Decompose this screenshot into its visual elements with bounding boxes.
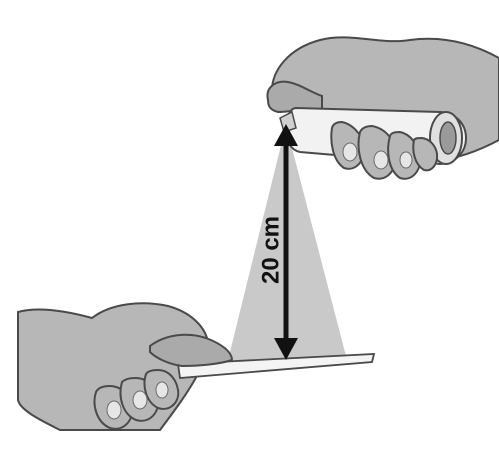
lower-nail-2: [133, 391, 147, 409]
hand-holding-spray-can-icon: [267, 37, 499, 178]
lower-nail-1: [107, 401, 121, 419]
lower-nail-3: [156, 382, 168, 398]
upper-nail-1: [343, 143, 357, 161]
upper-nail-2: [374, 151, 388, 169]
distance-label: 20 cm: [257, 216, 284, 284]
upper-nail-3: [400, 152, 412, 168]
spray-can-end-inner: [440, 122, 456, 154]
